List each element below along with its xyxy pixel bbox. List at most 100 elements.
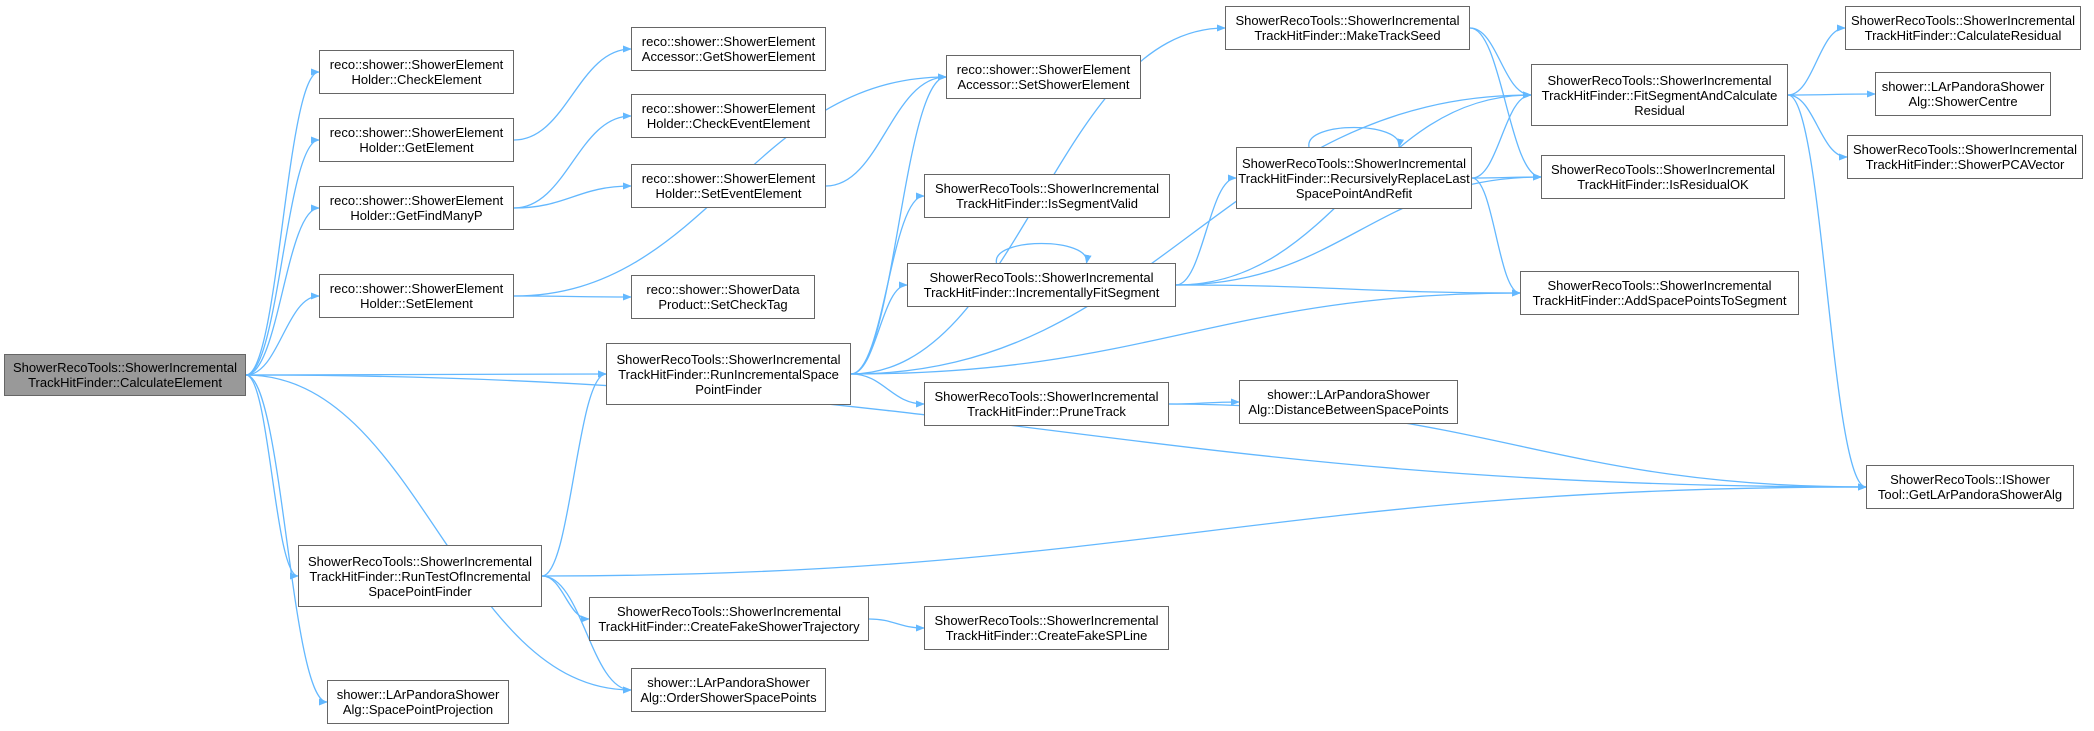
node-line: reco::shower::ShowerElement [329,57,504,72]
node-line: Holder::CheckEventElement [646,116,811,131]
node-line: TrackHitFinder::RunIncrementalSpace [618,366,839,382]
node-line: shower::LArPandoraShower [1267,387,1430,402]
node-line: Product::SetCheckTag [658,297,788,312]
node-line: TrackHitFinder::RecursivelyReplaceLast [1238,170,1470,186]
node-line: ShowerRecoTools::ShowerIncremental [1242,155,1466,171]
node-line: ShowerRecoTools::ShowerIncremental [1853,142,2077,157]
node-line: Alg::ShowerCentre [1908,94,2018,109]
node-line: TrackHitFinder::IncrementallyFitSegment [923,285,1160,300]
edge-incfit-to-incfit [995,242,1092,264]
node-line: Alg::DistanceBetweenSpacePoints [1248,402,1449,417]
edge-calc-to-getel [245,136,320,376]
node-line: Tool::GetLArPandoraShowerAlg [1877,487,2063,502]
edge-fitseg-to-pca [1787,94,1848,161]
node-line: TrackHitFinder::IsSegmentValid [955,196,1139,211]
node-line: PointFinder [695,381,762,397]
node-line: reco::shower::ShowerElement [329,281,504,296]
node-line: ShowerRecoTools::ShowerIncremental [1235,13,1460,28]
node-line: ShowerRecoTools::ShowerIncremental [1547,72,1772,88]
edge-calc-to-checkel [245,68,320,376]
node-line: ShowerRecoTools::ShowerIncremental [929,270,1154,285]
edge-setev-to-accset [825,73,947,187]
edge-runinc-to-accset [850,73,947,375]
edge-getel-to-accget [513,45,632,141]
node-line: reco::shower::ShowerElement [641,171,816,186]
edge-calc-to-spproj [245,374,328,706]
node-line: ShowerRecoTools::ShowerIncremental [616,351,841,367]
edge-getfind-to-checkev [513,112,632,209]
edge-calc-to-setel [245,292,320,376]
node-line: Holder::SetEventElement [655,186,802,201]
edge-calc-to-getalg [245,374,1867,491]
edge-createfake-to-fakespl [868,618,925,632]
edge-runinc-to-addsp [850,289,1521,375]
node-line: Accessor::SetShowerElement [957,77,1130,92]
node-line: ShowerRecoTools::ShowerIncremental [13,360,237,375]
node-line: reco::shower::ShowerElement [641,101,816,116]
edge-recreplace-to-fitseg [1471,91,1532,179]
edge-runtest-to-runinc [541,370,607,577]
node-line: Alg::OrderShowerSpacePoints [640,690,817,705]
edge-makeseed-to-isresid [1469,27,1542,181]
node-line: TrackHitFinder::IsResidualOK [1577,177,1749,192]
edge-runtest-to-order [541,575,632,694]
node-line: TrackHitFinder::PruneTrack [967,404,1126,419]
node-line: ShowerRecoTools::ShowerIncremental [1851,13,2075,28]
node-line: ShowerRecoTools::ShowerIncremental [1551,162,1775,177]
edge-fitseg-to-calcres [1787,24,1846,96]
edge-recreplace-to-isresid [1471,173,1542,181]
edge-runtest-to-getalg [541,483,1867,577]
edge-getfind-to-setev [513,182,632,209]
node-line: Residual [1634,102,1685,118]
node-line: Holder::GetElement [359,140,474,155]
node-line: Holder::GetFindManyP [350,208,483,223]
edge-incfit-to-addsp [1175,284,1521,297]
node-line: reco::shower::ShowerElement [641,34,816,49]
node-line: reco::shower::ShowerData [646,282,800,297]
node-line: reco::shower::ShowerElement [329,193,504,208]
node-line: TrackHitFinder::CreateFakeSPLine [945,628,1148,643]
node-line: TrackHitFinder::CalculateResidual [1864,28,2062,43]
node-line: shower::LArPandoraShower [336,687,500,702]
node-line: ShowerRecoTools::ShowerIncremental [934,389,1159,404]
node-line: Holder::SetElement [360,296,473,311]
node-line: TrackHitFinder::AddSpacePointsToSegment [1532,293,1787,308]
node-line: Alg::SpacePointProjection [342,702,494,717]
edge-runinc-to-prune [850,373,925,408]
node-line: ShowerRecoTools::ShowerIncremental [935,181,1159,196]
node-line: TrackHitFinder::CreateFakeShowerTrajecto… [598,619,860,634]
edge-fitseg-to-getalg [1787,94,1867,491]
edge-incfit-to-recreplace [1175,174,1237,286]
edge-runtest-to-createfake [541,575,590,623]
node-line: Accessor::GetShowerElement [641,49,816,64]
